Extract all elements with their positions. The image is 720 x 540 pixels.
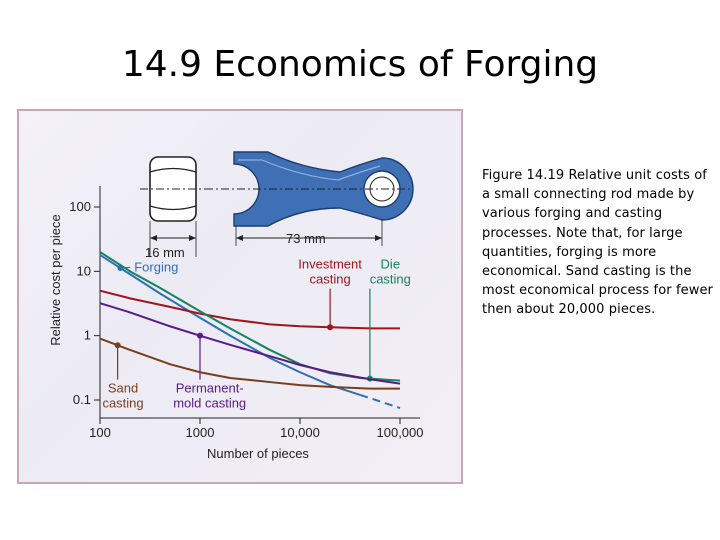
y-tick-label: 100 [69,199,91,214]
die-label: Die [381,257,401,272]
permanent-marker [197,332,203,339]
dim-16mm-label: 16 mm [145,245,185,260]
permanent-label: Permanent- [176,381,244,396]
permanent-label: mold casting [173,396,246,411]
x-tick-label: 1000 [186,425,215,440]
sand-marker [114,342,121,349]
investment-line [99,289,400,330]
investment-marker [327,324,334,331]
permanent-line [99,302,401,385]
forging-label: Forging [134,259,178,274]
x-axis-label: Number of pieces [207,446,309,461]
dim-73mm-label: 73 mm [286,231,326,246]
forging-line [99,254,361,396]
axes [99,186,420,419]
sand-line [99,337,400,390]
forging-line-dashed [359,393,401,409]
investment-label: casting [310,272,351,287]
die-label: casting [370,272,411,287]
x-tick-label: 100 [89,425,111,440]
y-tick-label: 0.1 [73,392,91,407]
x-tick-label: 100,000 [377,425,424,440]
y-axis-label: Relative cost per piece [48,214,63,346]
sand-label: Sand [108,381,138,396]
slide-title: 14.9 Economics of Forging [121,44,599,85]
investment-label: Investment [298,257,362,272]
x-tick-label: 10,000 [280,425,320,440]
connecting-rod-drawing [140,151,414,257]
y-tick-label: 10 [77,263,91,278]
figure-caption: Figure 14.19 Relative unit costs of a sm… [482,168,713,318]
y-tick-label: 1 [84,328,91,343]
sand-label: casting [102,396,143,411]
